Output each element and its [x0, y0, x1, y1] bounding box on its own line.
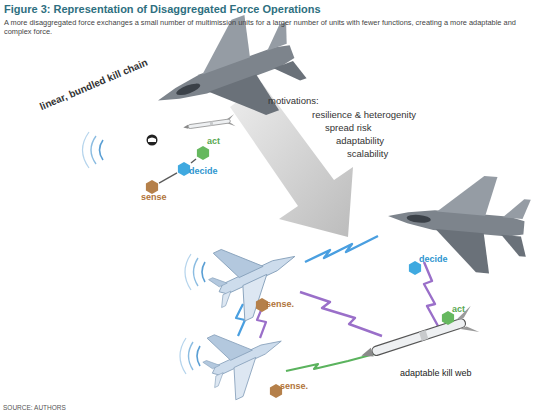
- hexagon-shape: [196, 146, 210, 160]
- function-label: sense.: [266, 299, 294, 309]
- uav-drone: [194, 310, 295, 405]
- kill-web-label: adaptable kill web: [400, 368, 472, 378]
- motivation-heading: motivations:: [268, 95, 319, 106]
- motivation-item: scalability: [347, 148, 388, 159]
- missile: [357, 306, 479, 369]
- hexagon-fill: [197, 146, 209, 160]
- signal-wave: [185, 254, 191, 290]
- function-label: sense: [141, 192, 167, 202]
- hexagon-node: sense.: [269, 384, 283, 398]
- motivation-item: spread risk: [325, 122, 371, 133]
- function-label: sense.: [280, 381, 308, 391]
- data-link-bolt: [300, 292, 382, 336]
- hexagon-node: act: [196, 146, 210, 160]
- hexagon-fill: [146, 180, 158, 194]
- kill-chain-link: [159, 173, 177, 183]
- function-label: decide: [419, 254, 448, 264]
- signal-wave: [91, 136, 96, 164]
- source-note: SOURCE: AUTHORS: [3, 404, 66, 411]
- figure-caption: A more disaggregated force exchanges a s…: [4, 18, 544, 36]
- hexagon-shape: [145, 180, 159, 194]
- signal-wave: [189, 342, 194, 370]
- uav-drone: [199, 223, 310, 328]
- hexagon-node: sense.: [255, 298, 269, 312]
- signal-wave: [83, 132, 90, 168]
- function-label: act: [207, 136, 220, 146]
- signal-wave: [180, 338, 186, 374]
- signal-wave: [100, 140, 104, 160]
- motivation-item: adaptability: [336, 135, 384, 146]
- pilot-helmet: [147, 135, 158, 146]
- data-link-bolt: [257, 308, 266, 338]
- signal-wave: [202, 262, 205, 282]
- helmet-visor: [148, 138, 156, 143]
- hexagon-node: act: [441, 311, 455, 325]
- hexagon-node: decide: [177, 162, 191, 176]
- hexagon-shape: [177, 162, 191, 176]
- hexagon-node: decide: [408, 261, 422, 275]
- hexagon-fill: [178, 162, 190, 176]
- hexagon-node: sense: [145, 180, 159, 194]
- missile: [182, 114, 235, 133]
- kill-chain-label: linear, bundled kill chain: [38, 57, 149, 113]
- fighter-jet: [384, 168, 533, 277]
- signal-wave: [197, 346, 200, 366]
- function-label: act: [452, 304, 465, 314]
- data-link-bolt: [305, 236, 378, 262]
- data-link-bolt: [424, 262, 438, 326]
- kill-chain-link: [191, 159, 196, 163]
- figure-title: Figure 3: Representation of Disaggregate…: [4, 3, 321, 15]
- signal-wave: [194, 258, 199, 286]
- function-label: decide: [189, 166, 218, 176]
- data-link-bolt: [236, 304, 245, 336]
- motivation-item: resilience & heterogenity: [312, 109, 416, 120]
